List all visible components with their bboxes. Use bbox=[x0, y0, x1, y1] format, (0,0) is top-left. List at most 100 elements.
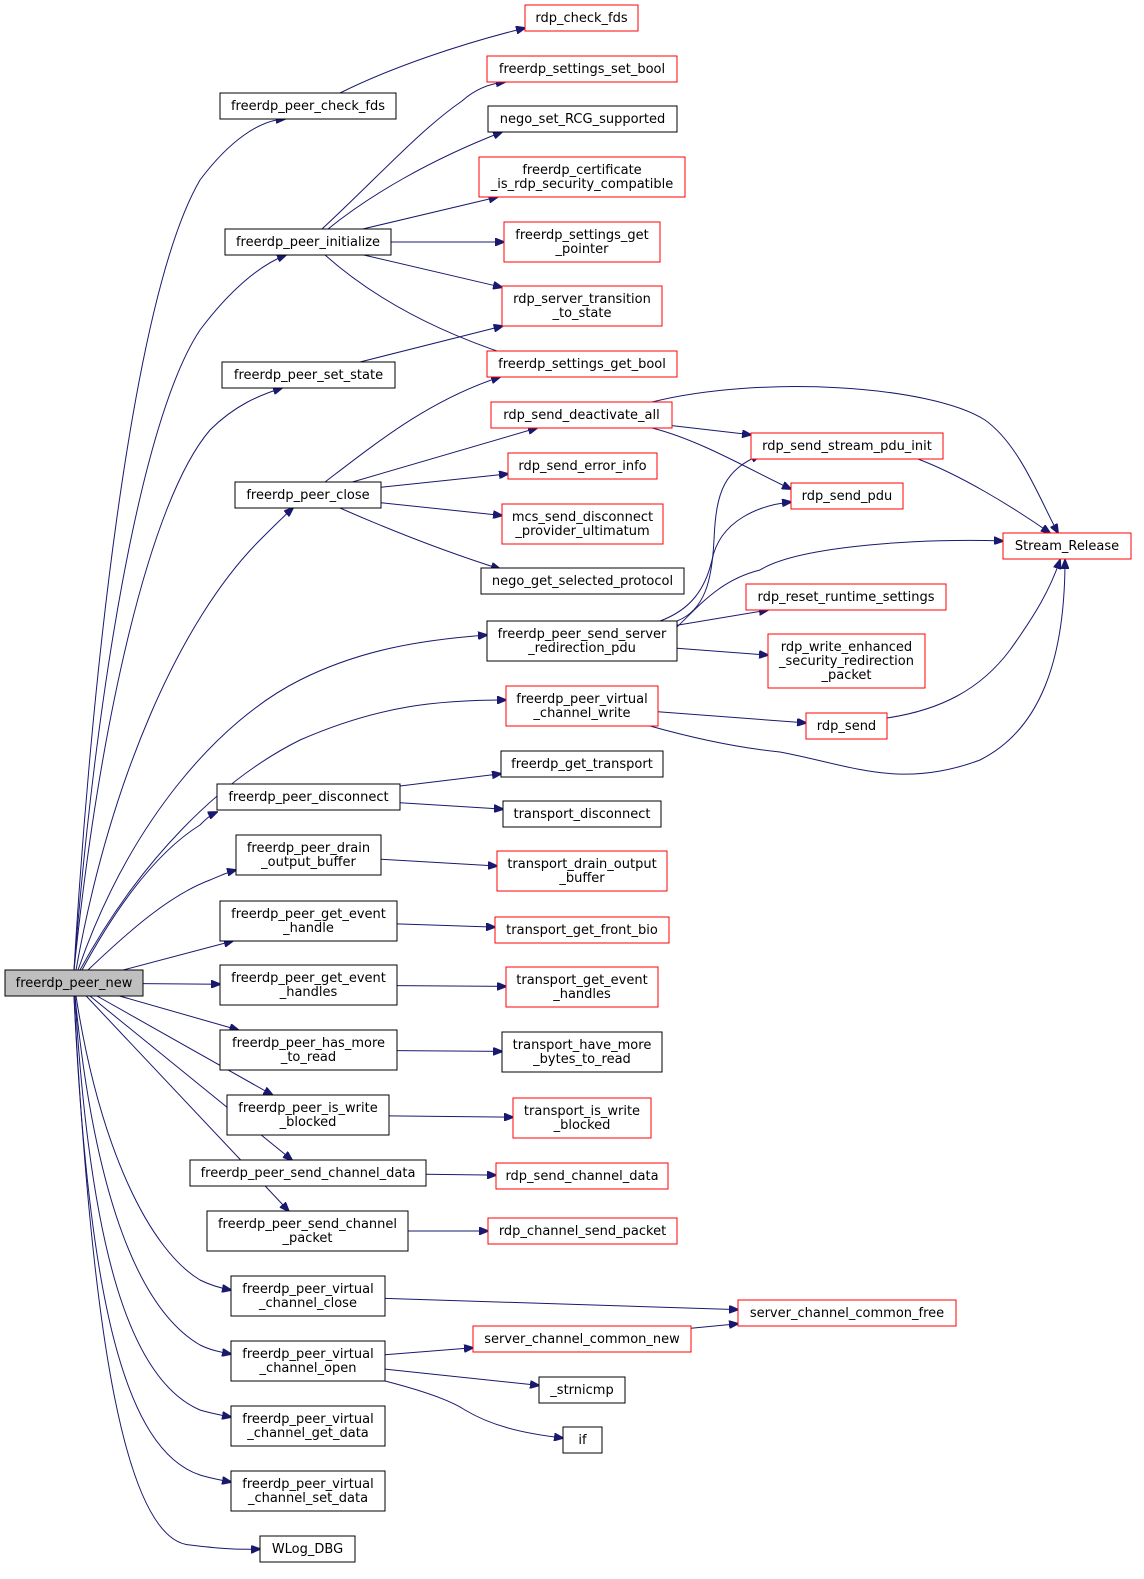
node-rdp_send_deactivate_all[interactable]: rdp_send_deactivate_all bbox=[490, 401, 673, 429]
node-box[interactable] bbox=[512, 1097, 652, 1139]
node-freerdp_peer_virtual_channel_set_data[interactable]: freerdp_peer_virtual_channel_set_data bbox=[230, 1470, 386, 1512]
node-box[interactable] bbox=[1002, 532, 1132, 560]
node-rdp_server_transition_to_state[interactable]: rdp_server_transition_to_state bbox=[501, 285, 663, 327]
node-rdp_check_fds[interactable]: rdp_check_fds bbox=[524, 4, 639, 32]
node-box[interactable] bbox=[235, 834, 382, 876]
node-if[interactable]: if bbox=[562, 1426, 603, 1454]
node-box[interactable] bbox=[219, 92, 397, 120]
node-box[interactable] bbox=[487, 1217, 678, 1245]
node-rdp_send_pdu[interactable]: rdp_send_pdu bbox=[790, 482, 904, 510]
node-freerdp_get_transport[interactable]: freerdp_get_transport bbox=[500, 750, 664, 778]
node-WLog_DBG[interactable]: WLog_DBG bbox=[259, 1535, 356, 1563]
node-freerdp_peer_virtual_channel_close[interactable]: freerdp_peer_virtual_channel_close bbox=[230, 1275, 386, 1317]
node-freerdp_peer_close[interactable]: freerdp_peer_close bbox=[234, 481, 382, 509]
node-box[interactable] bbox=[505, 966, 659, 1008]
node-box[interactable] bbox=[486, 55, 678, 83]
node-box[interactable] bbox=[562, 1426, 603, 1454]
node-box[interactable] bbox=[4, 969, 144, 997]
node-nego_set_RCG_supported[interactable]: nego_set_RCG_supported bbox=[487, 105, 678, 133]
node-box[interactable] bbox=[524, 4, 639, 32]
node-freerdp_peer_new[interactable]: freerdp_peer_new bbox=[4, 969, 144, 997]
node-rdp_send_channel_data[interactable]: rdp_send_channel_data bbox=[495, 1162, 669, 1190]
node-freerdp_peer_initialize[interactable]: freerdp_peer_initialize bbox=[224, 228, 392, 256]
node-box[interactable] bbox=[503, 221, 661, 263]
node-box[interactable] bbox=[501, 503, 664, 545]
node-transport_is_write_blocked[interactable]: transport_is_write_blocked bbox=[512, 1097, 652, 1139]
node-box[interactable] bbox=[230, 1470, 386, 1512]
node-freerdp_peer_drain_output_buffer[interactable]: freerdp_peer_drain_output_buffer bbox=[235, 834, 382, 876]
node-box[interactable] bbox=[487, 105, 678, 133]
node-freerdp_peer_get_event_handle[interactable]: freerdp_peer_get_event_handle bbox=[219, 900, 398, 942]
node-freerdp_peer_check_fds[interactable]: freerdp_peer_check_fds bbox=[219, 92, 397, 120]
node-box[interactable] bbox=[478, 156, 686, 198]
node-server_channel_common_free[interactable]: server_channel_common_free bbox=[737, 1299, 957, 1327]
node-box[interactable] bbox=[495, 1162, 669, 1190]
node-box[interactable] bbox=[226, 1094, 390, 1136]
node-box[interactable] bbox=[496, 850, 668, 892]
node-box[interactable] bbox=[486, 350, 678, 378]
node-box[interactable] bbox=[259, 1535, 356, 1563]
node-freerdp_peer_send_server_redirection_pdu[interactable]: freerdp_peer_send_server_redirection_pdu bbox=[486, 620, 678, 662]
node-box[interactable] bbox=[505, 685, 659, 727]
node-freerdp_settings_set_bool[interactable]: freerdp_settings_set_bool bbox=[486, 55, 678, 83]
node-box[interactable] bbox=[490, 401, 673, 429]
node-box[interactable] bbox=[219, 1029, 398, 1071]
node-box[interactable] bbox=[737, 1299, 957, 1327]
node-freerdp_peer_disconnect[interactable]: freerdp_peer_disconnect bbox=[216, 783, 401, 811]
node-freerdp_certificate_is_rdp_security_compatible[interactable]: freerdp_certificate_is_rdp_security_comp… bbox=[478, 156, 686, 198]
node-box[interactable] bbox=[507, 452, 658, 480]
node-box[interactable] bbox=[221, 361, 396, 389]
node-rdp_send_error_info[interactable]: rdp_send_error_info bbox=[507, 452, 658, 480]
node-nego_get_selected_protocol[interactable]: nego_get_selected_protocol bbox=[480, 567, 685, 595]
node-box[interactable] bbox=[745, 583, 947, 611]
node-box[interactable] bbox=[234, 481, 382, 509]
node-freerdp_settings_get_pointer[interactable]: freerdp_settings_get_pointer bbox=[503, 221, 661, 263]
node-box[interactable] bbox=[480, 567, 685, 595]
node-freerdp_peer_virtual_channel_get_data[interactable]: freerdp_peer_virtual_channel_get_data bbox=[230, 1405, 386, 1447]
node-transport_drain_output_buffer[interactable]: transport_drain_output_buffer bbox=[496, 850, 668, 892]
node-freerdp_settings_get_bool[interactable]: freerdp_settings_get_bool bbox=[486, 350, 678, 378]
node-box[interactable] bbox=[219, 964, 398, 1006]
node-box[interactable] bbox=[538, 1376, 626, 1404]
node-box[interactable] bbox=[224, 228, 392, 256]
node-box[interactable] bbox=[189, 1159, 427, 1187]
node-_strnicmp[interactable]: _strnicmp bbox=[538, 1376, 626, 1404]
node-rdp_send[interactable]: rdp_send bbox=[805, 712, 888, 740]
node-server_channel_common_new[interactable]: server_channel_common_new bbox=[472, 1325, 692, 1353]
node-transport_disconnect[interactable]: transport_disconnect bbox=[502, 800, 662, 828]
node-transport_get_front_bio[interactable]: transport_get_front_bio bbox=[494, 916, 670, 944]
node-box[interactable] bbox=[486, 620, 678, 662]
node-freerdp_peer_send_channel_packet[interactable]: freerdp_peer_send_channel_packet bbox=[206, 1210, 409, 1252]
node-rdp_channel_send_packet[interactable]: rdp_channel_send_packet bbox=[487, 1217, 678, 1245]
node-box[interactable] bbox=[494, 916, 670, 944]
node-box[interactable] bbox=[230, 1275, 386, 1317]
node-mcs_send_disconnect_provider_ultimatum[interactable]: mcs_send_disconnect_provider_ultimatum bbox=[501, 503, 664, 545]
node-box[interactable] bbox=[219, 900, 398, 942]
node-box[interactable] bbox=[472, 1325, 692, 1353]
node-box[interactable] bbox=[767, 633, 926, 689]
node-box[interactable] bbox=[230, 1405, 386, 1447]
node-box[interactable] bbox=[230, 1340, 386, 1382]
node-Stream_Release[interactable]: Stream_Release bbox=[1002, 532, 1132, 560]
node-box[interactable] bbox=[750, 432, 944, 460]
node-box[interactable] bbox=[206, 1210, 409, 1252]
node-transport_get_event_handles[interactable]: transport_get_event_handles bbox=[505, 966, 659, 1008]
node-box[interactable] bbox=[501, 1031, 663, 1073]
node-box[interactable] bbox=[790, 482, 904, 510]
node-freerdp_peer_virtual_channel_open[interactable]: freerdp_peer_virtual_channel_open bbox=[230, 1340, 386, 1382]
node-freerdp_peer_has_more_to_read[interactable]: freerdp_peer_has_more_to_read bbox=[219, 1029, 398, 1071]
node-freerdp_peer_is_write_blocked[interactable]: freerdp_peer_is_write_blocked bbox=[226, 1094, 390, 1136]
node-box[interactable] bbox=[502, 800, 662, 828]
node-box[interactable] bbox=[805, 712, 888, 740]
node-transport_have_more_bytes_to_read[interactable]: transport_have_more_bytes_to_read bbox=[501, 1031, 663, 1073]
node-freerdp_peer_get_event_handles[interactable]: freerdp_peer_get_event_handles bbox=[219, 964, 398, 1006]
node-rdp_write_enhanced_security_redirection_packet[interactable]: rdp_write_enhanced_security_redirection_… bbox=[767, 633, 926, 689]
node-rdp_send_stream_pdu_init[interactable]: rdp_send_stream_pdu_init bbox=[750, 432, 944, 460]
node-rdp_reset_runtime_settings[interactable]: rdp_reset_runtime_settings bbox=[745, 583, 947, 611]
node-freerdp_peer_send_channel_data[interactable]: freerdp_peer_send_channel_data bbox=[189, 1159, 427, 1187]
node-freerdp_peer_set_state[interactable]: freerdp_peer_set_state bbox=[221, 361, 396, 389]
node-freerdp_peer_virtual_channel_write[interactable]: freerdp_peer_virtual_channel_write bbox=[505, 685, 659, 727]
node-box[interactable] bbox=[500, 750, 664, 778]
node-box[interactable] bbox=[501, 285, 663, 327]
node-box[interactable] bbox=[216, 783, 401, 811]
